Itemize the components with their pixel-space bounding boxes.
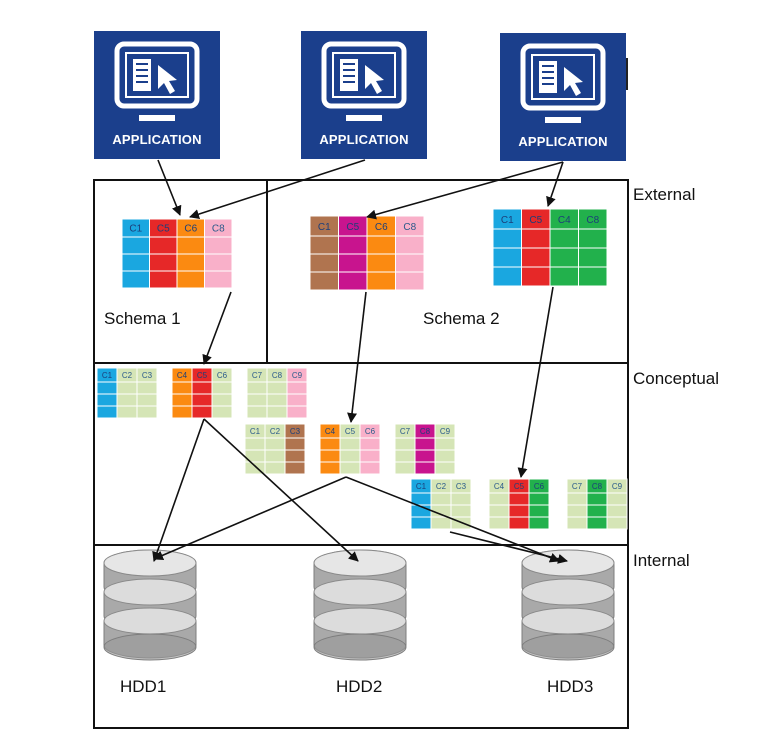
column-header: C7 [572, 482, 583, 491]
table-conc-4: C1 C2 C3 [244, 423, 306, 475]
arrow-app2-schema1 [189, 159, 366, 219]
table-column [366, 215, 396, 291]
column-header: C1 [416, 482, 427, 491]
hdd1-label: HDD1 [120, 677, 167, 696]
table-conc-1: C1 C2 C3 [96, 367, 158, 419]
level-label-internal: Internal [633, 551, 690, 570]
arrow-conc-hdd2 [203, 418, 359, 562]
monitor-cursor-icon [321, 41, 407, 121]
application-label: APPLICATION [518, 134, 608, 149]
column-header: C3 [290, 427, 301, 436]
arrow-conc-hdd1-a [152, 418, 205, 562]
column-header: C5 [346, 222, 359, 233]
hard-drive-icon [521, 549, 615, 661]
column-header: C9 [292, 371, 303, 380]
hard-drive-icon [103, 549, 197, 661]
column-header: C3 [456, 482, 467, 491]
arrow-app3-schema2a [366, 161, 564, 220]
column-header: C6 [375, 222, 388, 233]
column-header: C4 [325, 427, 336, 436]
arrow-schema2b-conc [517, 286, 554, 478]
column-header: C8 [586, 215, 599, 226]
column-header: C1 [318, 222, 331, 233]
column-header: C1 [102, 371, 113, 380]
diagram-frame [93, 179, 629, 729]
table-conc-5: C4 C5 C6 [319, 423, 381, 475]
mapping-arrows [152, 159, 568, 564]
column-header: C6 [217, 371, 228, 380]
arrow-app3-schema2b [546, 161, 564, 207]
table-conc-6: C7 C8 C9 [394, 423, 456, 475]
level-label-conceptual: Conceptual [633, 369, 720, 388]
column-header: C5 [157, 224, 170, 235]
column-header: C1 [129, 224, 142, 235]
column-header: C6 [184, 224, 197, 235]
monitor-cursor-icon [520, 43, 606, 123]
application-label: APPLICATION [319, 132, 409, 147]
column-header: C6 [365, 427, 376, 436]
column-header: C5 [197, 371, 208, 380]
table-conc-3: C7 C8 C9 [246, 367, 308, 419]
column-header: C2 [122, 371, 133, 380]
column-header: C4 [494, 482, 505, 491]
table-conc-8: C4 C5 C6 [488, 478, 550, 530]
column-header: C7 [252, 371, 263, 380]
arrow-conc-hdd3-b [449, 531, 568, 564]
application-icon-2: APPLICATION [301, 31, 427, 159]
table-external-1: C1 C5 C6 C8 [121, 218, 233, 289]
column-header: C9 [612, 482, 623, 491]
column-header: C5 [345, 427, 356, 436]
column-header: C1 [501, 215, 514, 226]
table-conc-2: C4 C5 C6 [171, 367, 233, 419]
column-header: C2 [436, 482, 447, 491]
application-label: APPLICATION [112, 132, 202, 147]
column-header: C2 [270, 427, 281, 436]
column-header: C8 [403, 222, 416, 233]
arrow-conc-hdd3-a [345, 476, 560, 563]
schema-1-label: Schema 1 [104, 309, 181, 328]
table-conc-9: C7 C8 C9 [566, 478, 628, 530]
column-header: C1 [250, 427, 261, 436]
table-column [395, 215, 425, 291]
column-header: C4 [558, 215, 571, 226]
table-column [309, 215, 339, 291]
table-conc-7: C1 C2 C3 [410, 478, 472, 530]
column-header: C5 [514, 482, 525, 491]
arrow-schema1-conc [202, 291, 232, 365]
level-label-external: External [633, 185, 696, 204]
column-header: C6 [534, 482, 545, 491]
table-external-2a: C1 C5 C6 C8 [309, 215, 425, 291]
column-header: C8 [592, 482, 603, 491]
column-header: C8 [212, 224, 225, 235]
schema-2-label: Schema 2 [423, 309, 500, 328]
hdd2-label: HDD2 [336, 677, 383, 696]
application-icon-3: APPLICATION [500, 33, 626, 161]
arrow-schema2a-conc [347, 291, 367, 423]
application-icon-1: APPLICATION [94, 31, 220, 159]
table-external-2b: C1 C5 C4 C8 [492, 208, 608, 287]
column-header: C9 [440, 427, 451, 436]
column-header: C7 [400, 427, 411, 436]
column-header: C8 [272, 371, 283, 380]
arrow-conc-hdd1-b [153, 476, 347, 561]
table-column [338, 215, 368, 291]
separator-mark [626, 58, 628, 90]
column-header: C4 [177, 371, 188, 380]
column-header: C3 [142, 371, 153, 380]
monitor-cursor-icon [114, 41, 200, 121]
hard-drive-icon [313, 549, 407, 661]
hdd3-label: HDD3 [547, 677, 594, 696]
column-header: C8 [420, 427, 431, 436]
arrow-app1-schema1 [157, 159, 182, 216]
column-header: C5 [529, 215, 542, 226]
